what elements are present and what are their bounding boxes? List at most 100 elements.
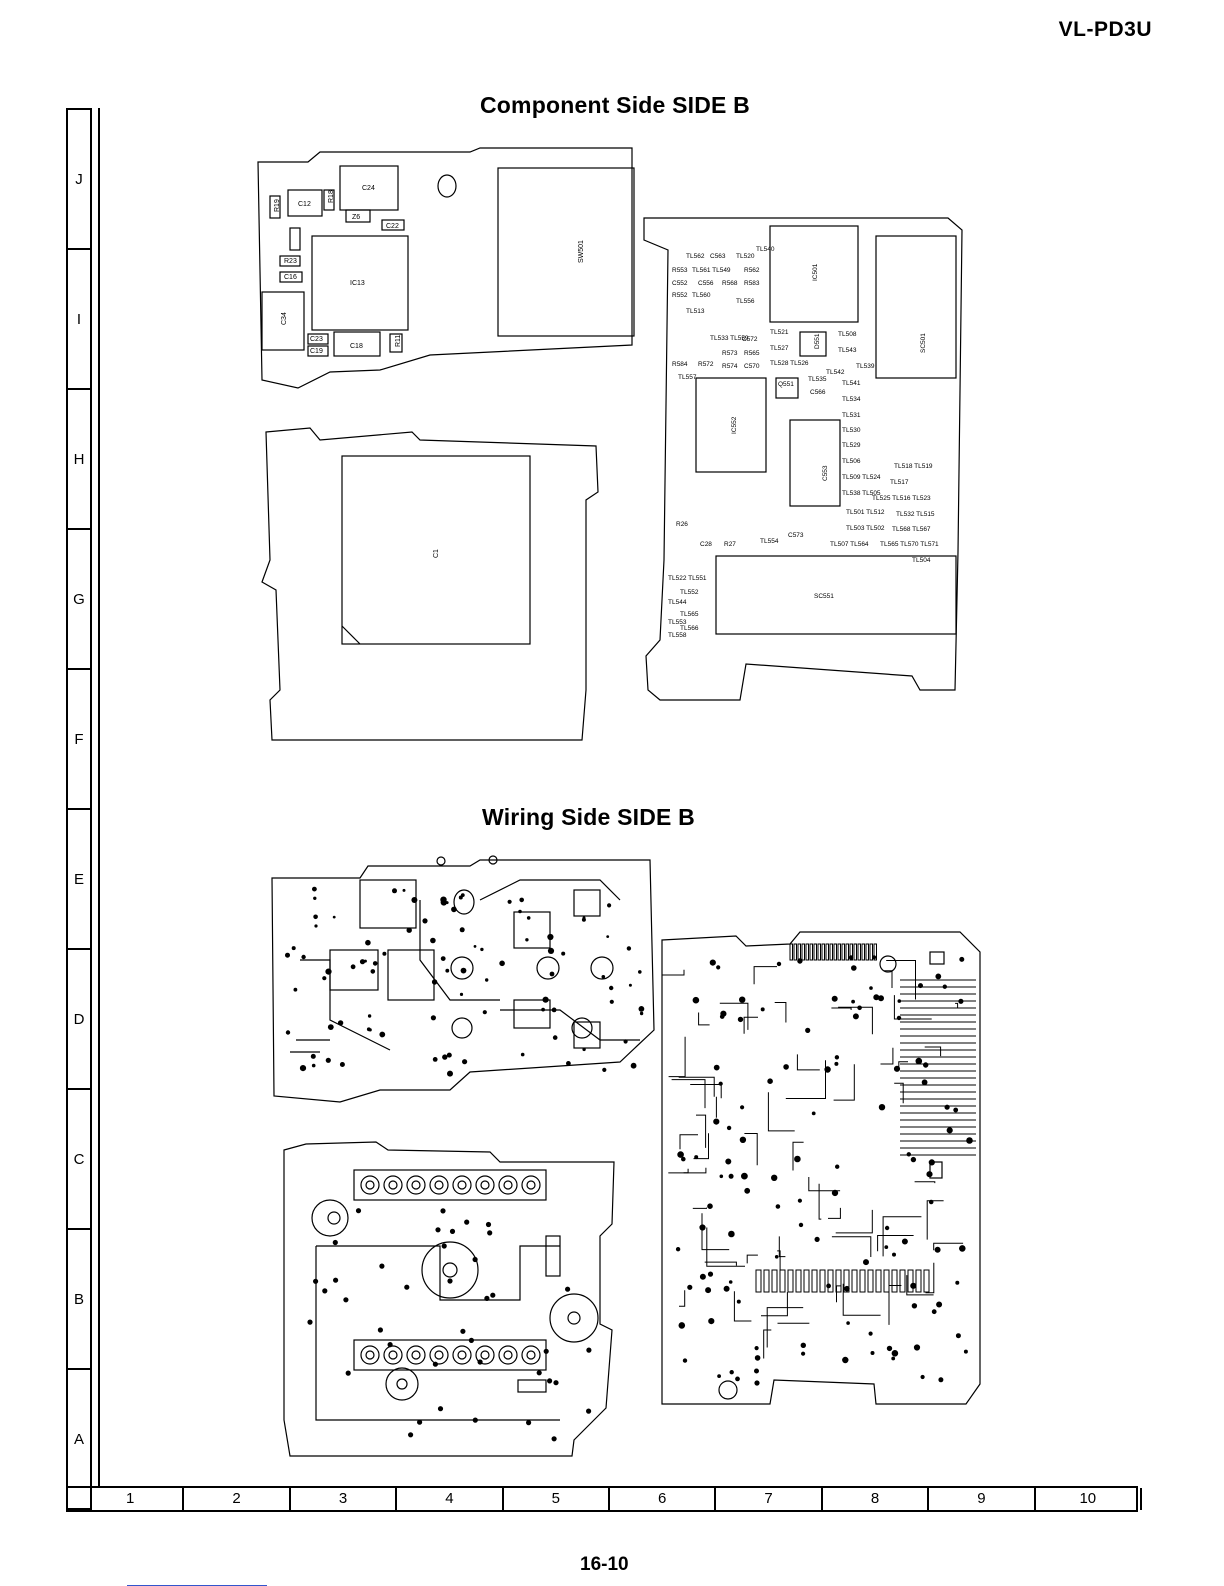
via xyxy=(832,996,837,1001)
svg-text:TL518 TL519: TL518 TL519 xyxy=(894,463,933,470)
finger-pad xyxy=(866,944,869,960)
via xyxy=(405,1285,409,1289)
via xyxy=(729,1281,732,1284)
via xyxy=(726,1159,731,1164)
via xyxy=(775,1256,778,1259)
via xyxy=(858,1006,862,1010)
finger-pad xyxy=(780,1270,785,1292)
via xyxy=(461,1329,465,1333)
via xyxy=(380,1264,384,1268)
copper-trace xyxy=(761,1292,787,1316)
svg-text:TL554: TL554 xyxy=(760,538,779,545)
connector-pad xyxy=(499,1176,517,1194)
solder-pad xyxy=(313,915,318,920)
solder-pad xyxy=(312,887,317,892)
via xyxy=(798,959,802,963)
via xyxy=(919,984,923,988)
via xyxy=(892,1357,895,1360)
connector-pad-hole xyxy=(412,1351,420,1359)
copper-trace xyxy=(744,1017,758,1033)
solder-pad xyxy=(499,961,505,967)
via xyxy=(956,1281,959,1284)
finger-pad xyxy=(862,944,865,960)
copper-trace xyxy=(680,1135,698,1149)
via xyxy=(719,1082,722,1085)
solder-pad xyxy=(367,1027,371,1031)
via xyxy=(473,1418,477,1422)
solder-pad xyxy=(553,1035,558,1040)
svg-text:TL501 TL512: TL501 TL512 xyxy=(846,509,885,516)
via xyxy=(755,1356,760,1361)
solder-pad xyxy=(430,938,436,944)
copper-trace xyxy=(747,1255,758,1263)
solder-pad xyxy=(431,1015,436,1020)
connector-pad xyxy=(430,1176,448,1194)
via xyxy=(798,1199,801,1202)
finger-pad xyxy=(822,944,825,960)
via xyxy=(768,1079,773,1084)
via xyxy=(871,1352,874,1355)
svg-text:R11: R11 xyxy=(395,335,402,347)
copper-trace xyxy=(797,1054,819,1070)
solder-pad xyxy=(525,938,528,941)
svg-text:TL531: TL531 xyxy=(842,412,861,419)
svg-text:TL509 TL524: TL509 TL524 xyxy=(842,474,881,481)
via xyxy=(761,1008,764,1011)
via xyxy=(937,1302,942,1307)
copper-trace xyxy=(707,1228,745,1267)
via xyxy=(911,1157,915,1161)
via xyxy=(323,1289,327,1293)
solder-pad xyxy=(627,946,631,950)
via xyxy=(873,956,876,959)
solder-pad xyxy=(371,969,376,974)
solder-pad xyxy=(521,1053,525,1057)
via xyxy=(812,1112,815,1115)
connector-pad xyxy=(522,1346,540,1364)
finger-pad xyxy=(876,1270,881,1292)
svg-text:C553: C553 xyxy=(822,465,829,481)
copper-trace xyxy=(832,1237,871,1257)
finger-pad xyxy=(924,1270,929,1292)
finger-pad xyxy=(812,1270,817,1292)
via xyxy=(853,1014,858,1019)
svg-text:TL535: TL535 xyxy=(808,376,827,383)
copper-trace xyxy=(672,1080,705,1109)
svg-text:SW501: SW501 xyxy=(578,240,585,263)
svg-text:TL532 TL515: TL532 TL515 xyxy=(896,511,935,518)
via xyxy=(708,1272,712,1276)
via xyxy=(729,1174,733,1178)
via xyxy=(357,1209,361,1213)
solder-pad xyxy=(442,1054,447,1059)
connector-pad-hole xyxy=(389,1181,397,1189)
solder-pad xyxy=(547,934,553,940)
svg-text:C23: C23 xyxy=(310,336,323,343)
solder-pad xyxy=(640,1012,643,1015)
svg-text:TL529: TL529 xyxy=(842,442,861,449)
svg-text:D551: D551 xyxy=(814,333,821,349)
wiring-board-bottom-left xyxy=(284,1142,614,1456)
finger-pad xyxy=(772,1270,777,1292)
via xyxy=(418,1420,422,1424)
solder-pad xyxy=(566,1061,571,1066)
solder-pad xyxy=(474,945,477,948)
via xyxy=(388,1343,392,1347)
svg-text:IC552: IC552 xyxy=(731,416,738,434)
via xyxy=(927,1172,932,1177)
finger-pad xyxy=(798,944,801,960)
solder-pad xyxy=(607,903,611,907)
via xyxy=(907,1153,910,1156)
via xyxy=(898,1000,901,1003)
via xyxy=(843,1357,848,1362)
connector-pad xyxy=(361,1176,379,1194)
svg-text:C563: C563 xyxy=(710,253,726,260)
via xyxy=(436,1228,440,1232)
solder-pad xyxy=(326,1058,331,1063)
via xyxy=(745,1188,750,1193)
solder-pad xyxy=(508,900,512,904)
via xyxy=(755,1347,758,1350)
via xyxy=(718,1375,721,1378)
svg-text:R583: R583 xyxy=(744,280,760,287)
copper-trace xyxy=(819,1184,821,1219)
solder-pad xyxy=(364,960,367,963)
